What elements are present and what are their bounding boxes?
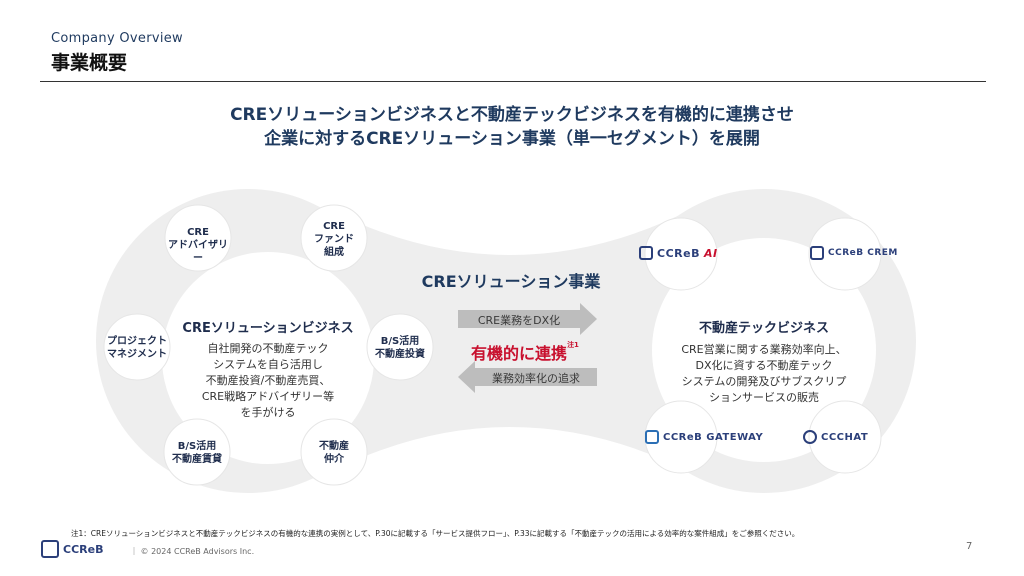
right-business-description: CRE営業に関する業務効率向上、 DX化に資する不動産テック システムの開発及び…	[681, 343, 847, 404]
page-title: 事業概要	[51, 52, 128, 74]
logo-circle-ai	[644, 217, 718, 291]
arrow-right-label: CRE業務をDX化	[477, 314, 561, 327]
center-title: CREソリューション事業	[421, 272, 601, 291]
ccreb-ai-logo: CCReB AI	[639, 246, 718, 260]
ccreb-gateway-logo: CCReB GATEWAY	[645, 430, 763, 444]
section-label: Company Overview	[51, 31, 183, 46]
connector-band	[330, 210, 690, 472]
ccreb-cube-icon	[639, 246, 653, 260]
page-number: 7	[966, 541, 973, 552]
item-bs-investment: B/S活用不動産投資	[375, 336, 425, 360]
arrow-left-shape	[458, 361, 597, 393]
copyright: ｜ © 2024 CCReB Advisors Inc.	[130, 547, 255, 556]
ccreb-cube-icon	[41, 540, 59, 558]
headline-line2: 企業に対するCREソリューション事業（単一セグメント）を展開	[264, 129, 760, 149]
item-circle-bs-investment	[366, 313, 434, 381]
item-circle-project-management	[103, 313, 171, 381]
ccchat-logo: CCCHAT	[803, 430, 868, 444]
arrow-right-shape	[458, 303, 597, 335]
header-divider	[40, 81, 986, 82]
chat-gear-icon	[803, 430, 817, 444]
right-business-title: 不動産テックビジネス	[698, 321, 829, 336]
gateway-icon	[645, 430, 659, 444]
item-circle-cre-fund	[300, 204, 368, 272]
item-brokerage: 不動産仲介	[319, 441, 349, 465]
item-circle-bs-leasing	[163, 418, 231, 486]
left-business-description: 自社開発の不動産テック システムを自ら活用し 不動産投資/不動産売買、 CRE戦…	[201, 342, 335, 419]
arrow-left-label: 業務効率化の追求	[492, 372, 580, 385]
item-project-management: プロジェクトマネジメント	[107, 336, 167, 360]
logo-circle-crem	[808, 217, 882, 291]
item-bs-leasing: B/S活用不動産賃貸	[172, 441, 222, 465]
footnote: 注1：CREソリューションビジネスと不動産テックビジネスの有機的な連携の実例とし…	[71, 529, 800, 538]
headline-line1: CREソリューションビジネスと不動産テックビジネスを有機的に連携させ	[230, 105, 794, 125]
item-circle-cre-advisory	[164, 204, 232, 272]
footer-logo: CCReB	[41, 540, 103, 558]
ccreb-cube-icon	[810, 246, 824, 260]
left-inner-circle	[162, 252, 374, 464]
item-circle-brokerage	[300, 418, 368, 486]
right-inner-circle	[652, 238, 876, 462]
link-label: 有機的に連携注1	[471, 341, 579, 363]
ccreb-crem-logo: CCReB CREM	[810, 246, 898, 260]
left-business-title: CREソリューションビジネス	[182, 321, 354, 336]
